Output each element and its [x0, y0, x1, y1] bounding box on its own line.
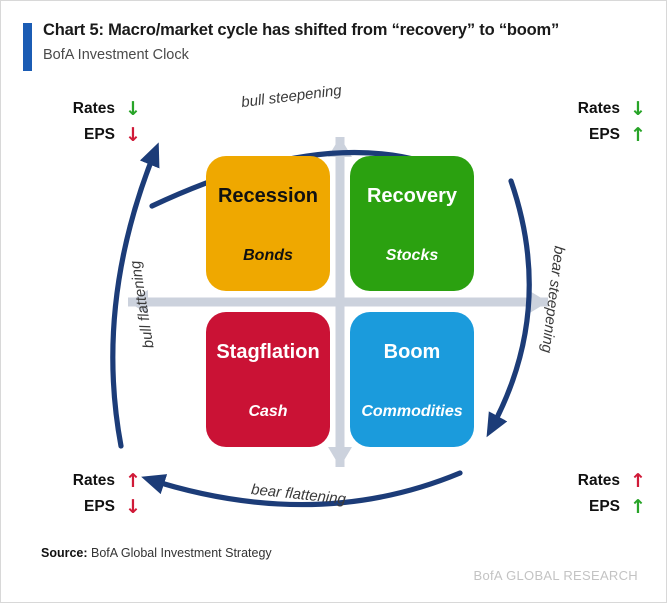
quadrant-name: Recovery — [366, 185, 458, 207]
quadrant-asset: Commodities — [361, 403, 463, 420]
arc-bull-flattening — [110, 142, 160, 449]
arrow-up-icon: ↑ — [125, 469, 141, 492]
page-title: Chart 5: Macro/market cycle has shifted … — [43, 21, 560, 39]
arrow-down-icon: ↓ — [630, 97, 646, 120]
quadrant-asset: Cash — [248, 403, 288, 420]
rates-label: Rates — [577, 472, 620, 489]
source-line: Source: BofA Global Investment Strategy — [41, 546, 272, 560]
quadrant-stagflation[interactable]: Stagflation Cash — [206, 312, 330, 447]
investment-clock-diagram: Recession Bonds Recovery Stocks Stagflat… — [86, 81, 586, 531]
quadrant-boom[interactable]: Boom Commodities — [350, 312, 474, 447]
quadrant-recession[interactable]: Recession Bonds — [206, 156, 330, 291]
quadrant-name: Stagflation — [216, 341, 320, 363]
arrow-up-icon: ↑ — [630, 495, 646, 518]
eps-row-bottom-left: EPS ↓ — [61, 494, 143, 520]
page-subtitle: BofA Investment Clock — [43, 47, 189, 63]
arc-bear-flattening — [141, 470, 463, 508]
corner-block-top-left: Rates ↓ EPS ↓ — [61, 96, 143, 148]
quadrant-asset: Stocks — [385, 247, 439, 264]
rates-row-top-right: Rates ↓ — [566, 96, 648, 122]
eps-label: EPS — [83, 126, 115, 143]
eps-row-bottom-right: EPS ↑ — [566, 494, 648, 520]
corner-block-top-right: Rates ↓ EPS ↑ — [566, 96, 648, 148]
quadrant-recovery[interactable]: Recovery Stocks — [350, 156, 474, 291]
rates-label: Rates — [72, 472, 115, 489]
eps-row-top-right: EPS ↑ — [566, 122, 648, 148]
rates-label: Rates — [72, 100, 115, 117]
arrow-up-icon: ↑ — [630, 123, 646, 146]
eps-row-top-left: EPS ↓ — [61, 122, 143, 148]
rates-row-top-left: Rates ↓ — [61, 96, 143, 122]
rates-label: Rates — [577, 100, 620, 117]
source-label: Source: — [41, 546, 88, 560]
quadrant-name: Recession — [217, 185, 319, 207]
arc-bear-steepening — [486, 178, 532, 438]
axis-arrows — [128, 137, 548, 467]
corner-block-bottom-left: Rates ↑ EPS ↓ — [61, 468, 143, 520]
arrow-down-icon: ↓ — [125, 495, 141, 518]
quadrant-name: Boom — [383, 341, 441, 363]
eps-label: EPS — [588, 126, 620, 143]
rates-row-bottom-right: Rates ↑ — [566, 468, 648, 494]
eps-label: EPS — [83, 498, 115, 515]
watermark: BofA GLOBAL RESEARCH — [473, 568, 638, 583]
corner-block-bottom-right: Rates ↑ EPS ↑ — [566, 468, 648, 520]
arrow-down-icon: ↓ — [125, 123, 141, 146]
arrow-up-icon: ↑ — [630, 469, 646, 492]
accent-bar — [23, 23, 32, 71]
quadrant-asset: Bonds — [243, 247, 293, 264]
chart-header: Chart 5: Macro/market cycle has shifted … — [23, 21, 643, 73]
source-text: BofA Global Investment Strategy — [87, 546, 272, 560]
rates-row-bottom-left: Rates ↑ — [61, 468, 143, 494]
clock-arcs-svg — [110, 137, 548, 508]
arrow-down-icon: ↓ — [125, 97, 141, 120]
eps-label: EPS — [588, 498, 620, 515]
